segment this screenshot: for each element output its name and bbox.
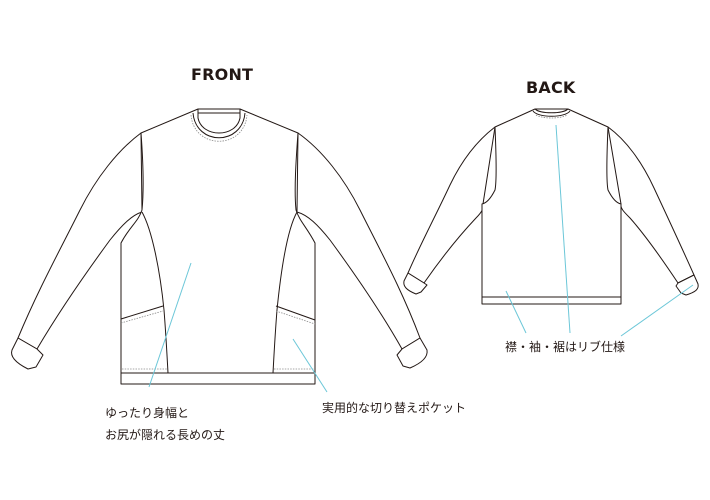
annotation-body-fit-line2: お尻が隠れる長めの丈 bbox=[105, 428, 226, 442]
front-left-pocket-edge bbox=[120, 305, 164, 320]
front-left-pocket-stitch bbox=[120, 310, 164, 324]
annotation-body-fit: ゆったり身幅と お尻が隠れる長めの丈 bbox=[105, 402, 225, 446]
front-neck-outer bbox=[192, 112, 246, 139]
front-title: FRONT bbox=[191, 65, 254, 84]
front-right-cuff bbox=[396, 337, 428, 369]
leader-rib-hem bbox=[505, 290, 527, 334]
back-neck-stitch bbox=[535, 114, 568, 119]
annotation-rib: 襟・袖・裾はリブ仕様 bbox=[505, 340, 626, 354]
front-body bbox=[120, 108, 316, 385]
back-title: BACK bbox=[526, 78, 576, 97]
annotation-body-fit-line1: ゆったり身幅と bbox=[105, 406, 190, 420]
leader-lines bbox=[148, 124, 694, 393]
front-neck-rib bbox=[197, 109, 241, 134]
front-right-pocket-edge bbox=[275, 305, 316, 321]
front-left-cuff bbox=[11, 337, 44, 370]
back-garment bbox=[403, 108, 699, 305]
back-right-cuff bbox=[675, 274, 699, 296]
back-neck-rib bbox=[534, 108, 569, 114]
back-body bbox=[481, 108, 622, 305]
leader-body-fit bbox=[148, 262, 192, 388]
leader-pocket bbox=[292, 338, 328, 393]
back-left-cuff bbox=[403, 272, 428, 295]
front-right-side-seam bbox=[272, 211, 298, 374]
annotation-pocket: 実用的な切り替えポケット bbox=[322, 401, 467, 415]
leader-rib-collar bbox=[555, 124, 571, 334]
front-left-side-seam bbox=[141, 211, 169, 374]
back-neck-outer bbox=[532, 110, 571, 117]
leader-rib-cuff bbox=[620, 284, 694, 337]
front-right-pocket-stitch bbox=[275, 310, 316, 325]
front-garment bbox=[11, 108, 428, 385]
